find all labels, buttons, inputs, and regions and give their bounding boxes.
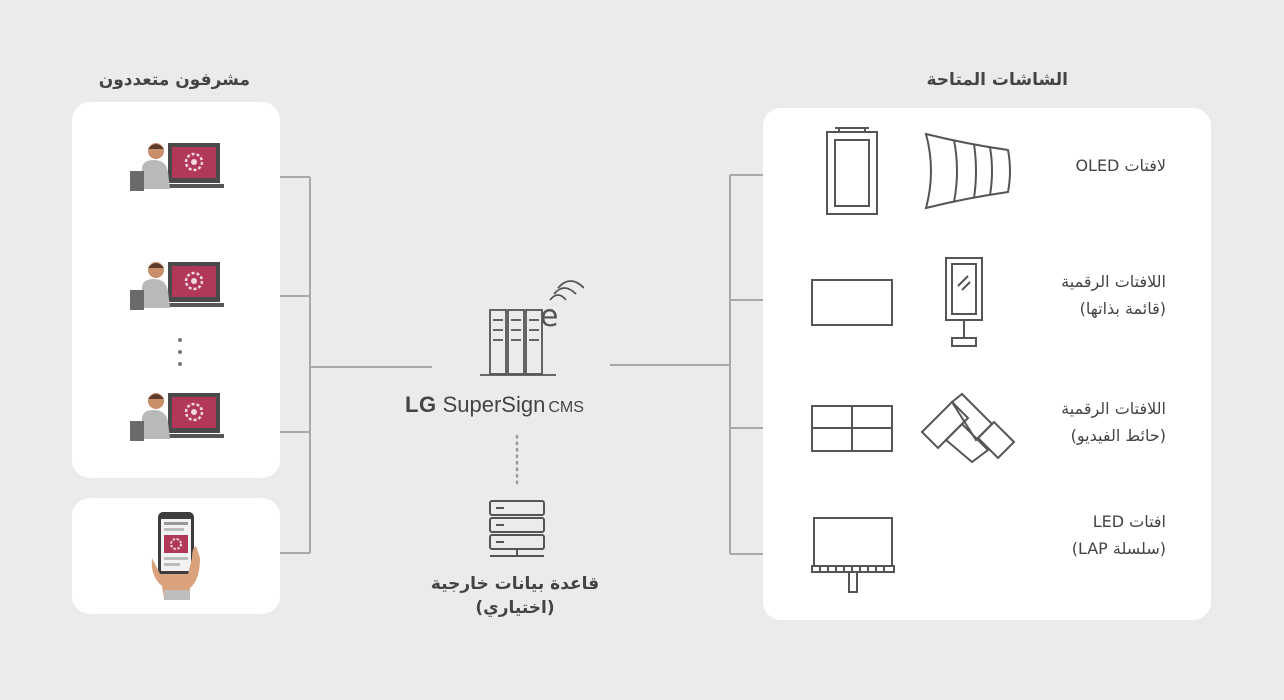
displays-card [763, 108, 1211, 620]
brand-cms: CMS [548, 399, 584, 416]
oled-portrait-display-icon [826, 127, 878, 215]
standalone-kiosk-icon [945, 257, 983, 347]
video-wall-grid-icon [811, 405, 893, 452]
operator-workstation-icon [130, 143, 224, 191]
display-row-4-line2: (سلسلة LAP) [1071, 539, 1166, 558]
database-title: قاعدة بيانات خارجية (اختياري) [420, 572, 610, 620]
database-title-line1: قاعدة بيانات خارجية [430, 574, 600, 594]
database-server-icon [489, 500, 545, 557]
vertical-ellipsis-icon [178, 338, 182, 366]
oled-curved-display-icon [924, 132, 1011, 210]
database-title-line2: (اختياري) [475, 598, 555, 618]
operators-title: مشرفون متعددون [98, 70, 250, 90]
display-row-2-label: اللافتات الرقمية (قائمة بذاتها) [1061, 268, 1166, 322]
operator-workstation-icon [130, 262, 224, 310]
display-row-2-line1: اللافتات الرقمية [1061, 272, 1166, 291]
led-billboard-icon [811, 517, 895, 593]
operator-workstation-icon [130, 393, 224, 441]
landscape-display-icon [811, 279, 893, 326]
display-row-3-label: اللافتات الرقمية (حائط الفيديو) [1061, 395, 1166, 449]
displays-title: الشاشات المتاحة [926, 70, 1069, 90]
svg-text:e: e [540, 299, 558, 334]
smartphone-icon [151, 512, 200, 600]
brand-supersign: SuperSign [442, 392, 546, 417]
display-row-4-label: افتات LED (سلسلة LAP) [1072, 508, 1166, 562]
display-row-3-line2: (حائط الفيديو) [1070, 426, 1166, 445]
brand-lg: LG [405, 392, 437, 417]
display-row-3-line1: اللافتات الرقمية [1061, 399, 1166, 418]
display-row-4-line1: افتات LED [1092, 512, 1166, 531]
display-row-1-line1: لافتات OLED [1075, 156, 1166, 175]
video-wall-mosaic-icon [920, 392, 1016, 464]
display-row-2-line2: (قائمة بذاتها) [1079, 299, 1166, 318]
display-row-1-label: لافتات OLED [1075, 152, 1166, 179]
cms-server-icon: e [480, 280, 584, 376]
